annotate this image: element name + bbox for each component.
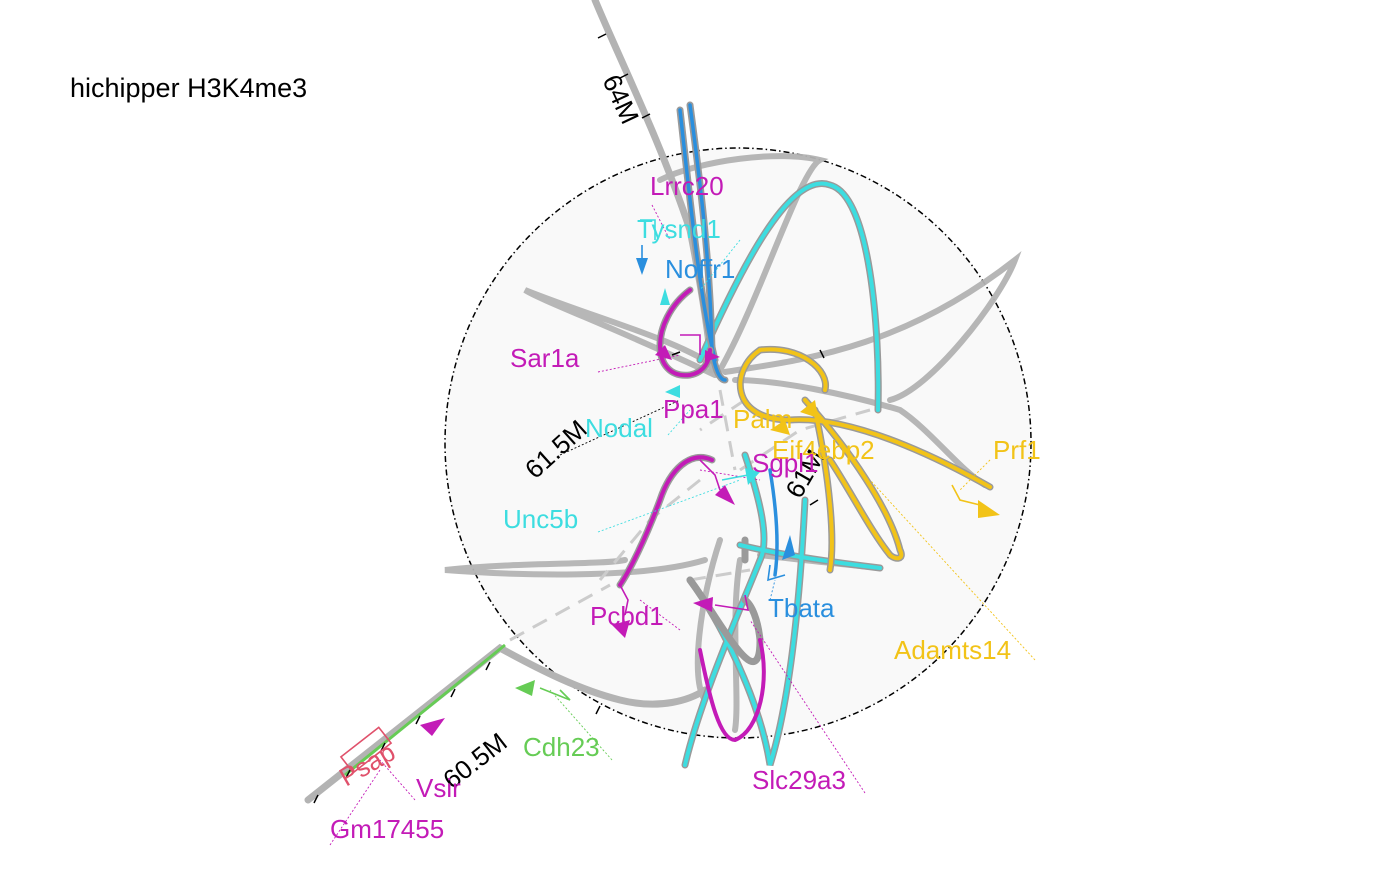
gene-label-sar1a: Sar1a bbox=[510, 343, 580, 373]
gene-label-noffr1: Noffr1 bbox=[665, 254, 735, 284]
gene-label-tysnd1: Tysnd1 bbox=[637, 214, 721, 244]
gene-label-slc29a3: Slc29a3 bbox=[752, 765, 846, 795]
yellow-loops bbox=[738, 347, 992, 572]
gene-arrows bbox=[339, 219, 1000, 774]
magenta-loops bbox=[618, 288, 766, 743]
gene-label-ppa1: Ppa1 bbox=[663, 394, 724, 424]
gene-label-eif4ebp2: Eif4ebp2 bbox=[772, 435, 875, 465]
scale-label-64m: 64M bbox=[597, 70, 646, 129]
gene-label-psap: Psap bbox=[334, 737, 400, 793]
gene-label-prf1: Prf1 bbox=[993, 435, 1041, 465]
gene-label-pcbd1: Pcbd1 bbox=[590, 601, 664, 631]
gene-labels: Lrrc20 Tysnd1 Noffr1 Sar1a Ppa1 Nodal Pa… bbox=[330, 171, 1041, 844]
gene-label-vsir: Vsir bbox=[416, 773, 461, 803]
plot-title: hichipper H3K4me3 bbox=[70, 73, 307, 103]
gene-label-cdh23: Cdh23 bbox=[523, 732, 600, 762]
gene-label-lrrc20: Lrrc20 bbox=[650, 171, 724, 201]
gene-label-unc5b: Unc5b bbox=[503, 504, 578, 534]
gene-label-tbata: Tbata bbox=[768, 593, 835, 623]
gene-label-gm17455: Gm17455 bbox=[330, 814, 444, 844]
gene-label-sgpl1: Sgpl1 bbox=[752, 448, 819, 478]
gene-label-palm: Palm bbox=[733, 404, 792, 434]
gene-label-adamts14: Adamts14 bbox=[894, 635, 1011, 665]
blue-loop bbox=[678, 103, 779, 577]
gene-label-nodal: Nodal bbox=[585, 413, 653, 443]
scale-ticks-upper bbox=[597, 33, 825, 506]
green-segment bbox=[344, 643, 506, 777]
